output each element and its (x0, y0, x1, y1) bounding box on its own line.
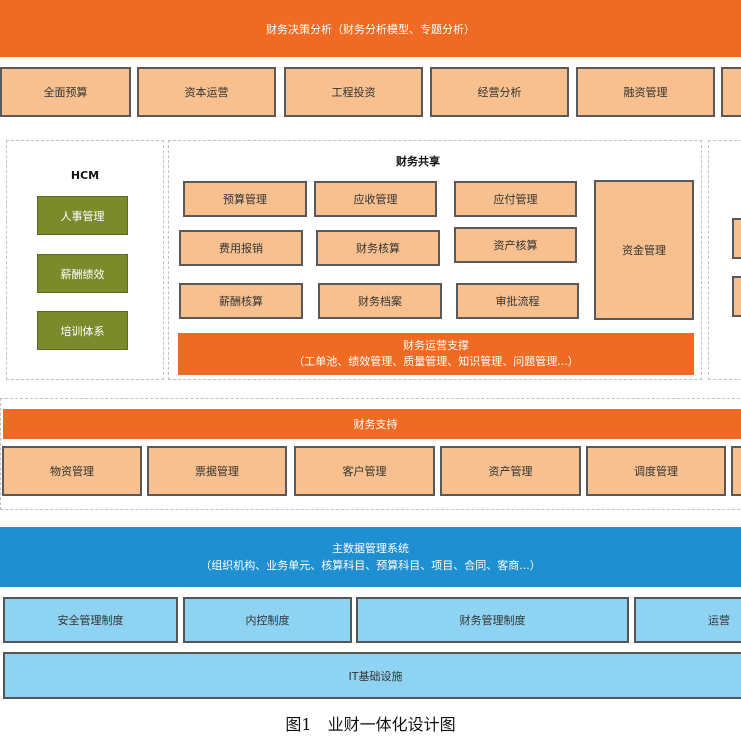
shared-expense-reimbursement: 费用报销 (179, 230, 303, 266)
hcm-item-training: 培训体系 (37, 311, 128, 350)
rule-internal-control: 内控制度 (183, 597, 352, 643)
shared-financial-accounting: 财务核算 (316, 230, 440, 266)
support-bill-management: 票据管理 (147, 446, 287, 496)
finance-sharing-panel (168, 140, 702, 380)
rule-security-management: 安全管理制度 (3, 597, 178, 643)
finance-operation-support-bar: 财务运营支撑 （工单池、绩效管理、质量管理、知识管理、问题管理...） (178, 333, 694, 375)
shared-budget-management: 预算管理 (183, 181, 307, 217)
finance-sharing-title: 财务共享 (396, 155, 440, 168)
master-data-management-bar: 主数据管理系统 （组织机构、业务单元、核算科目、预算科目、项目、合同、客商...… (0, 527, 741, 587)
operation-support-title: 财务运营支撑 (403, 339, 469, 352)
module-capital-operation: 资本运营 (137, 67, 276, 117)
hcm-item-personnel: 人事管理 (37, 196, 128, 235)
module-operation-analysis: 经营分析 (430, 67, 569, 117)
mdm-detail: （组织机构、业务单元、核算科目、预算科目、项目、合同、客商...） (200, 559, 541, 572)
shared-asset-accounting: 资产核算 (454, 227, 577, 263)
finance-support-title: 财务支持 (353, 418, 398, 431)
rule-operation-cutoff: 运营 (634, 597, 741, 643)
finance-support-panel (0, 398, 741, 510)
mdm-title: 主数据管理系统 (332, 542, 409, 555)
module-financing-management: 融资管理 (576, 67, 715, 117)
shared-payroll-accounting: 薪酬核算 (179, 283, 303, 319)
hcm-title: HCM (70, 168, 100, 182)
decision-analysis-label: 财务决策分析（财务分析模型、专题分析） (266, 22, 475, 36)
support-asset-management: 资产管理 (440, 446, 581, 496)
shared-receivables-management: 应收管理 (314, 181, 437, 217)
module-cutoff (721, 67, 741, 117)
shared-approval-process: 审批流程 (456, 283, 579, 319)
shared-payables-management: 应付管理 (454, 181, 577, 217)
hcm-item-compensation: 薪酬绩效 (37, 254, 128, 293)
support-customer-management: 客户管理 (294, 446, 435, 496)
finance-support-bar: 财务支持 (3, 409, 741, 439)
shared-fund-management: 资金管理 (594, 180, 694, 320)
it-infrastructure-bar: IT基础设施 (3, 652, 741, 699)
support-materials-management: 物资管理 (2, 446, 142, 496)
hcm-panel (6, 140, 164, 380)
right-cutoff-box-1 (732, 218, 741, 259)
module-comprehensive-budget: 全面预算 (0, 67, 131, 117)
figure-caption: 图1 业财一体化设计图 (285, 715, 456, 734)
rule-financial-management: 财务管理制度 (356, 597, 629, 643)
shared-financial-archives: 财务档案 (318, 283, 442, 319)
support-cutoff (731, 446, 741, 496)
operation-support-detail: （工单池、绩效管理、质量管理、知识管理、问题管理...） (293, 355, 579, 368)
decision-analysis-banner: 财务决策分析（财务分析模型、专题分析） (0, 0, 741, 57)
right-cutoff-panel (708, 140, 741, 380)
right-cutoff-box-2 (732, 276, 741, 317)
support-dispatch-management: 调度管理 (586, 446, 726, 496)
it-infrastructure-label: IT基础设施 (348, 669, 403, 683)
module-engineering-investment: 工程投资 (284, 67, 423, 117)
